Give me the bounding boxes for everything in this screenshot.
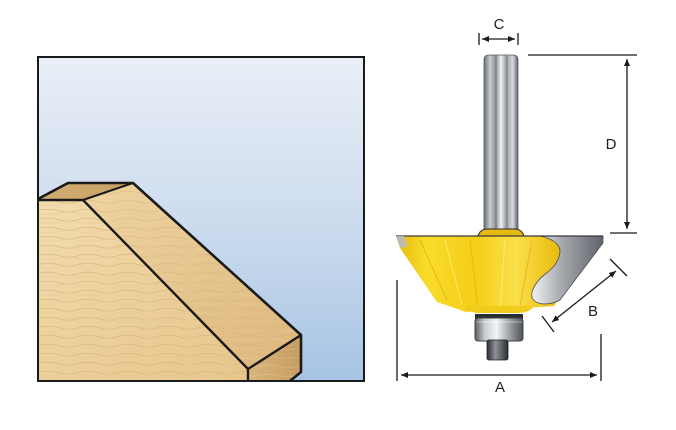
wood-outline <box>37 181 303 383</box>
carbide-blade <box>531 235 604 305</box>
dimension-c: C <box>478 16 519 45</box>
wood-end-grain <box>248 335 301 381</box>
shank <box>483 54 519 233</box>
dimension-label-d: D <box>606 136 617 153</box>
dimension-label-b: B <box>588 303 598 320</box>
workpiece-panel <box>37 56 365 383</box>
router-bit <box>396 54 604 361</box>
guide-bearing <box>474 314 524 342</box>
dimension-d: D <box>528 54 637 234</box>
dimension-b: B <box>541 258 628 333</box>
shank-collar <box>477 228 525 237</box>
panel-frame <box>37 56 365 382</box>
chamfer-edge-line <box>38 198 302 371</box>
pilot-screw <box>486 339 509 361</box>
chamfer-bevel-grain <box>83 183 301 369</box>
wood-workpiece <box>37 181 303 383</box>
dimension-label-c: C <box>494 16 505 33</box>
cutter-neck <box>466 306 534 313</box>
top-ridge <box>82 182 134 201</box>
dimension-a: A <box>396 280 602 396</box>
cutter-rim <box>396 236 408 248</box>
dimension-label-a: A <box>495 379 505 396</box>
wood-face-grain <box>38 200 248 381</box>
cutter-head <box>396 235 604 313</box>
